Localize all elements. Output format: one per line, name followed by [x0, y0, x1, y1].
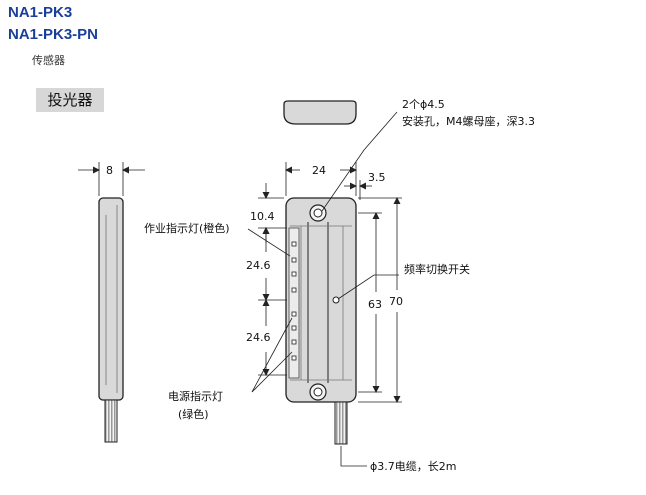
category-label: 传感器 [32, 54, 65, 67]
cable [334, 401, 348, 445]
inner-length-value: 63 [368, 298, 382, 311]
power-indicator-label-1: 电源指示灯 [168, 389, 223, 403]
frequency-switch [332, 296, 340, 304]
pitch-1-value: 24.6 [246, 259, 271, 272]
section-label-emitter: 投光器 [36, 88, 104, 112]
pitch-dimensions: 10.4 24.6 24.6 [246, 183, 287, 376]
thickness-value: 8 [106, 164, 113, 177]
indicator-column [288, 227, 300, 379]
side-view [98, 197, 124, 443]
offset-value: 3.5 [368, 171, 386, 184]
width-dimension: 24 [285, 162, 357, 196]
total-length-value: 70 [389, 295, 403, 308]
cable-label: ϕ3.7电缆，长2m [370, 460, 456, 473]
pitch-2-value: 24.6 [246, 331, 271, 344]
work-indicator-label: 作业指示灯(橙色) [144, 221, 230, 235]
hole-annotation-line1: 2个ϕ4.5 [402, 98, 445, 111]
model-title-2: NA1-PK3-PN [8, 26, 99, 43]
front-view [285, 197, 357, 445]
thickness-dimension: 8 [78, 162, 145, 196]
hole-annotation-line2: 安装孔，M4螺母座，深3.3 [402, 114, 535, 128]
leader-lines [247, 111, 399, 467]
power-indicator-label-2: (绿色) [178, 407, 209, 421]
model-title-1: NA1-PK3 [8, 4, 73, 21]
freq-switch-label: 频率切换开关 [404, 262, 470, 276]
top-view [283, 100, 357, 125]
width-value: 24 [312, 164, 326, 177]
top-margin-value: 10.4 [250, 210, 275, 223]
offset-dimension: 3.5 [344, 171, 386, 200]
length-dimensions: 63 70 [358, 197, 403, 403]
